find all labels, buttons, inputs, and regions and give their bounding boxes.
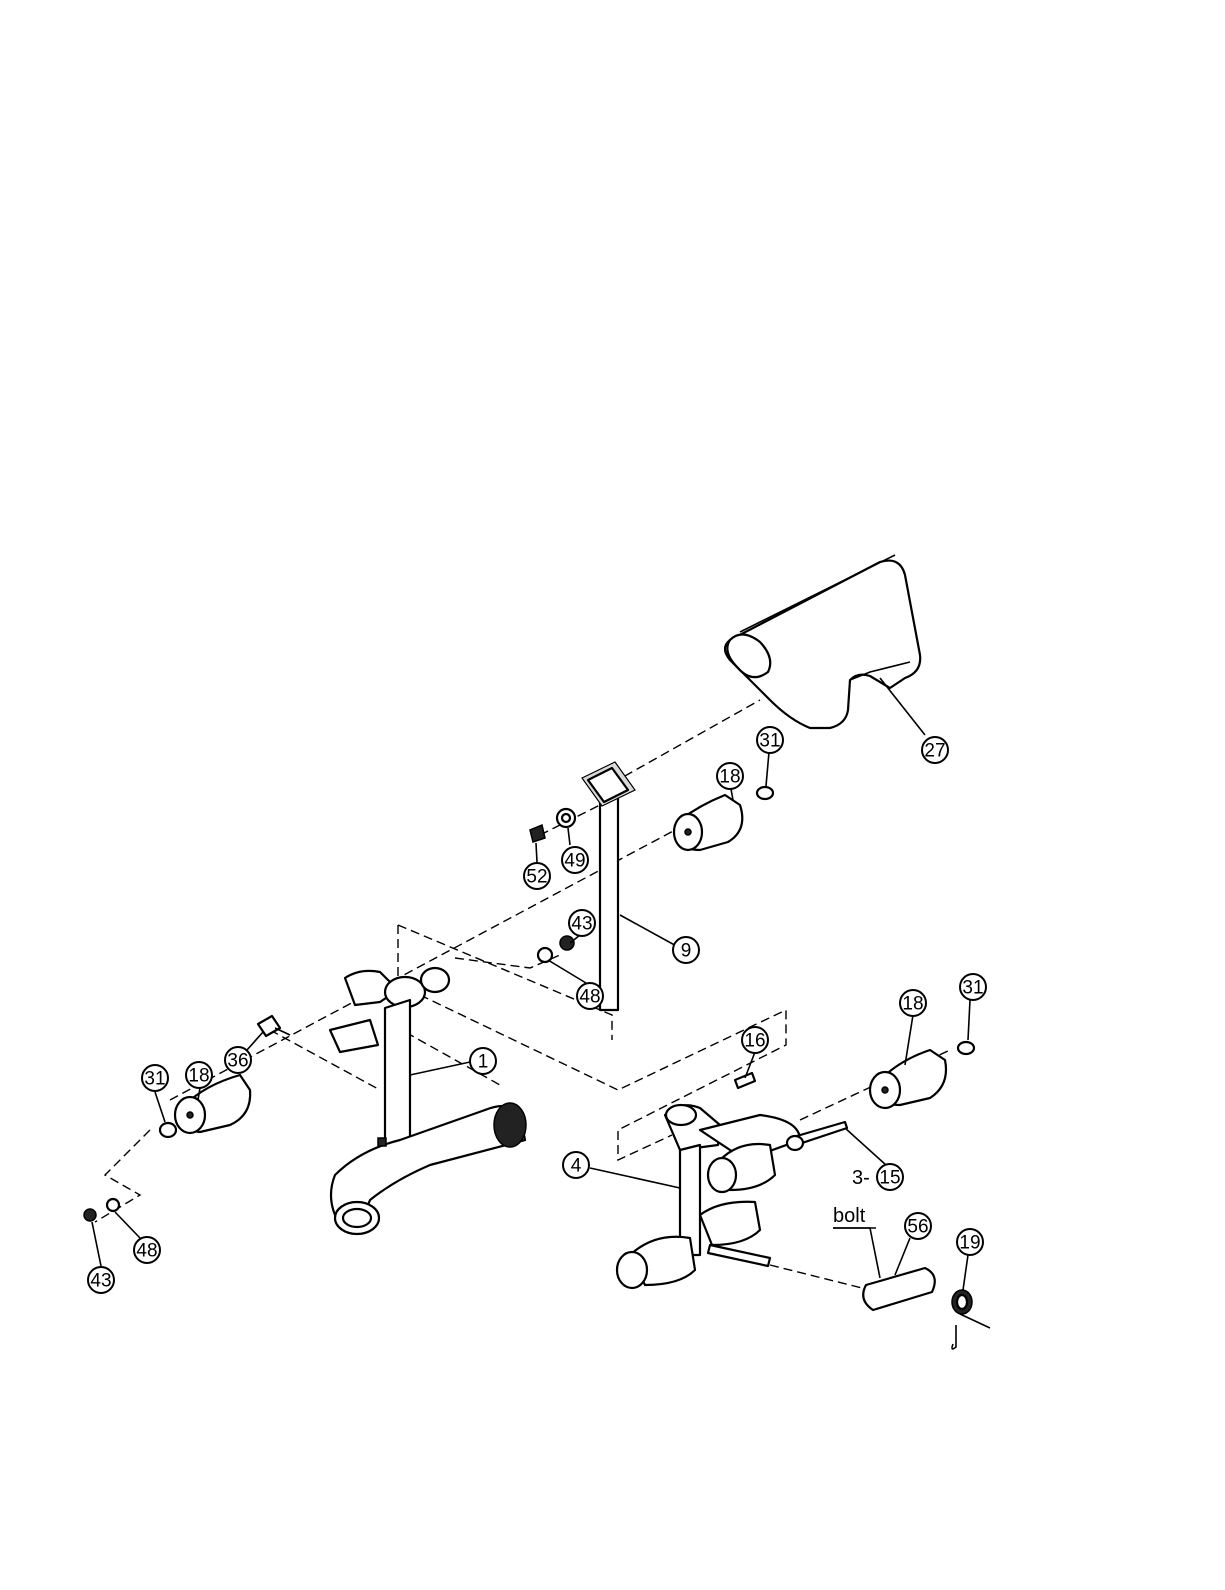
part-9-post bbox=[582, 762, 635, 1010]
callout-56: 56 bbox=[905, 1213, 931, 1239]
callout-label-43-left: 43 bbox=[90, 1271, 111, 1292]
callout-label-27: 27 bbox=[924, 741, 945, 762]
callout-label-18-upper: 18 bbox=[719, 767, 740, 788]
part-16-pin bbox=[735, 1073, 755, 1088]
qty-prefix-15: 3- bbox=[852, 1167, 870, 1189]
callout-label-18-left: 18 bbox=[188, 1066, 209, 1087]
callout-label-48-left: 48 bbox=[136, 1241, 157, 1262]
callout-label-16: 16 bbox=[744, 1031, 765, 1052]
callout-label-56: 56 bbox=[907, 1217, 928, 1238]
callout-43-left: 43 bbox=[88, 1267, 114, 1293]
callout-31-upper: 31 bbox=[757, 727, 783, 753]
callout-leaders bbox=[92, 678, 970, 1290]
bolt-label-text: bolt bbox=[833, 1205, 866, 1227]
callout-19: 19 bbox=[957, 1229, 983, 1255]
callout-18-upper: 18 bbox=[717, 763, 743, 789]
callout-4: 4 bbox=[563, 1152, 589, 1178]
part-43-48-hardware-mid bbox=[538, 936, 574, 962]
callout-label-48-mid: 48 bbox=[579, 987, 600, 1008]
part-52-49-hardware bbox=[530, 809, 575, 842]
callout-label-31-upper: 31 bbox=[759, 731, 780, 752]
part-27-pad bbox=[725, 555, 920, 728]
callout-label-49: 49 bbox=[564, 851, 585, 872]
callout-18-left: 18 bbox=[186, 1062, 212, 1088]
callout-52: 52 bbox=[524, 863, 550, 889]
part-1-frame bbox=[330, 968, 526, 1234]
callout-label-9: 9 bbox=[681, 941, 692, 962]
callout-label-19: 19 bbox=[959, 1233, 980, 1254]
part-18-roller-upper bbox=[674, 787, 773, 850]
callout-27: 27 bbox=[922, 737, 948, 763]
part-19-spring-clip bbox=[952, 1290, 990, 1349]
callout-label-4: 4 bbox=[571, 1156, 582, 1177]
callout-label-15: 15 bbox=[879, 1168, 900, 1189]
callout-36: 36 bbox=[225, 1047, 251, 1073]
callout-15: 15 3- bbox=[852, 1164, 903, 1190]
callout-31-left: 31 bbox=[142, 1065, 168, 1091]
callout-label-36: 36 bbox=[227, 1051, 248, 1072]
callout-48-left: 48 bbox=[134, 1237, 160, 1263]
callout-18-right: 18 bbox=[900, 990, 926, 1016]
callout-label-18-right: 18 bbox=[902, 994, 923, 1015]
callout-16: 16 bbox=[742, 1027, 768, 1053]
part-4-leg-unit bbox=[617, 1105, 847, 1288]
callout-label-52: 52 bbox=[526, 867, 547, 888]
callout-label-31-right: 31 bbox=[962, 978, 983, 999]
bolt-label: bolt bbox=[833, 1205, 876, 1228]
callout-49: 49 bbox=[562, 847, 588, 873]
callout-31-right: 31 bbox=[960, 974, 986, 1000]
callout-48-mid: 48 bbox=[577, 983, 603, 1009]
callout-label-43-mid: 43 bbox=[571, 914, 592, 935]
callout-label-1: 1 bbox=[478, 1052, 489, 1073]
callout-9: 9 bbox=[673, 937, 699, 963]
callout-43-mid: 43 bbox=[569, 910, 595, 936]
callout-1: 1 bbox=[470, 1048, 496, 1074]
assembly-dashed-lines bbox=[95, 700, 950, 1290]
part-18-roller-right bbox=[870, 1042, 974, 1108]
callout-label-31-left: 31 bbox=[144, 1069, 165, 1090]
part-56-sleeve bbox=[863, 1268, 935, 1310]
